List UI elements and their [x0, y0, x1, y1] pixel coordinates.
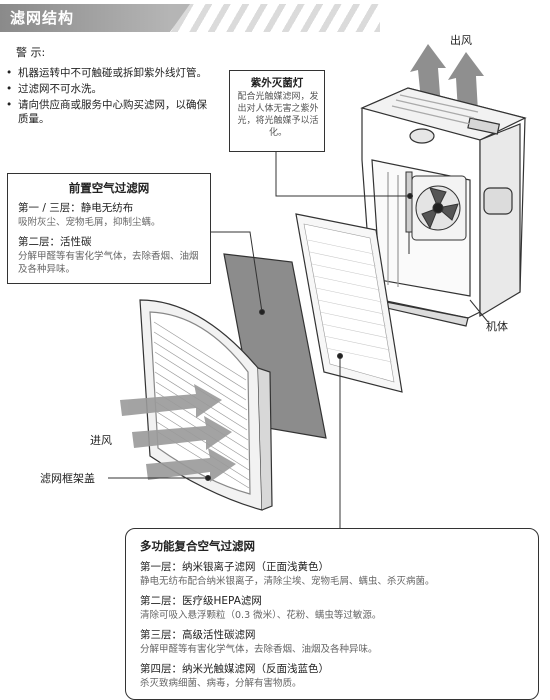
pre-filter-layer-desc: 分解甲醛等有害化学气体，去除香烟、油烟及各种异味。 — [18, 251, 199, 275]
page-title: 滤网结构 — [10, 9, 75, 27]
inlet-arrow-icon — [120, 384, 236, 482]
pre-filter-layer-desc: 吸附灰尘、宠物毛屑，抑制尘螨。 — [18, 217, 161, 228]
composite-layer-name: 第四层：纳米光触媒滤网（反面浅蓝色） — [140, 663, 329, 675]
composite-layer-desc: 静电无纺布配合纳米银离子，清除尘埃、宠物毛屑、螨虫、杀灭病菌。 — [140, 576, 435, 587]
uv-lamp-callout: 紫外灭菌灯 配合光触媒滤网，发出对人体无害之紫外光，将光触媒予以活化。 — [229, 70, 325, 152]
composite-layer-desc: 清除可吸入悬浮颗粒（0.3 微米）、花粉、螨虫等过敏源。 — [140, 610, 382, 621]
composite-layer-name: 第一层：纳米银离子滤网（正面浅黄色） — [140, 561, 329, 573]
composite-layer-name: 第二层：医疗级HEPA滤网 — [140, 595, 262, 607]
outlet-arrow-icon — [410, 44, 484, 112]
warning-item: 机器运转中不可触碰或拆卸紫外线灯管。 — [6, 66, 211, 80]
composite-layer-desc: 分解甲醛等有害化学气体，去除香烟、油烟及各种异味。 — [140, 644, 378, 655]
warning-list: 机器运转中不可触碰或拆卸紫外线灯管。 过滤网不可水洗。 请向供应商或服务中心购买… — [6, 66, 211, 128]
composite-filter-callout: 多功能复合空气过滤网 第一层：纳米银离子滤网（正面浅黄色） 静电无纺布配合纳米银… — [125, 528, 539, 700]
frame-cover-label: 滤网框架盖 — [40, 472, 95, 485]
inlet-label: 进风 — [90, 434, 112, 447]
body-label: 机体 — [486, 320, 508, 333]
composite-layer-name: 第三层：高级活性碳滤网 — [140, 629, 256, 641]
uv-lamp-icon — [405, 171, 413, 254]
uv-lamp-title: 紫外灭菌灯 — [250, 77, 304, 89]
warning-item: 请向供应商或服务中心购买滤网，以确保质量。 — [6, 98, 211, 126]
outlet-label: 出风 — [450, 34, 472, 47]
warning-item: 过滤网不可水洗。 — [6, 82, 211, 96]
composite-filter-title: 多功能复合空气过滤网 — [140, 539, 255, 553]
pre-filter-layer-name: 第一 / 三层：静电无纺布 — [18, 202, 134, 214]
pre-filter-title: 前置空气过滤网 — [68, 181, 150, 195]
warning-heading: 警 示: — [16, 46, 46, 59]
pre-filter-layer-name: 第二层：活性碳 — [18, 236, 92, 248]
pre-filter-callout: 前置空气过滤网 第一 / 三层：静电无纺布 吸附灰尘、宠物毛屑，抑制尘螨。 第二… — [7, 173, 211, 284]
header-banner — [0, 4, 190, 32]
uv-lamp-desc: 配合光触媒滤网，发出对人体无害之紫外光，将光触媒予以活化。 — [237, 92, 319, 138]
fan-icon — [411, 175, 467, 241]
composite-filter-panel — [295, 213, 403, 393]
leader-lines — [108, 150, 489, 528]
composite-layer-desc: 杀灭致病细菌、病毒，分解有害物质。 — [140, 678, 302, 689]
